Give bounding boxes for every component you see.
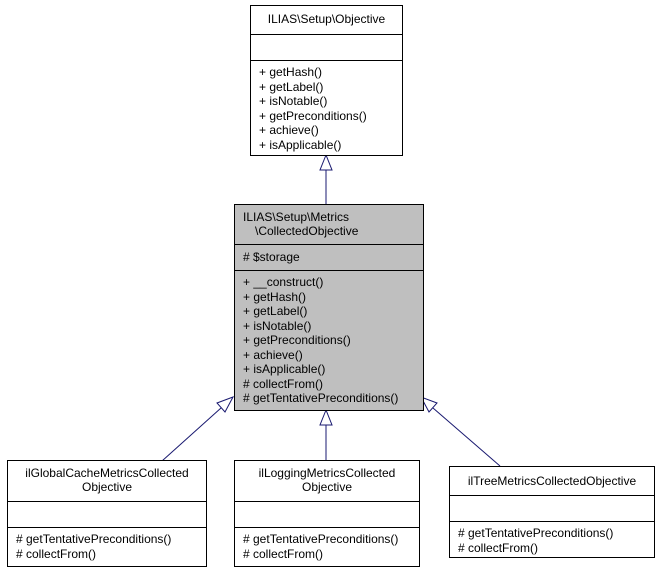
class-title-line: ilLoggingMetricsCollected — [258, 466, 396, 480]
methods-section: + __construct() + getHash() + getLabel()… — [235, 270, 423, 410]
class-title-line: Objective — [81, 480, 133, 494]
methods-section: # getTentativePreconditions() # collectF… — [235, 527, 419, 566]
edge-globalcache-to-collected — [161, 396, 235, 462]
edge-collected-to-objective — [319, 153, 333, 205]
attributes-section — [8, 501, 206, 528]
attributes-section — [251, 34, 402, 61]
attributes-section — [450, 495, 654, 522]
class-title-line: ilTreeMetricsCollectedObjective — [467, 474, 637, 488]
method-entry: + achieve() — [259, 123, 319, 137]
class-box-global-cache-metrics[interactable]: ilGlobalCacheMetricsCollected Objective … — [7, 460, 207, 567]
attribute-entry: # $storage — [243, 250, 300, 264]
method-entry: # getTentativePreconditions() — [16, 532, 172, 546]
class-title-line: ILIAS\Setup\Objective — [267, 12, 386, 26]
methods-section: # getTentativePreconditions() # collectF… — [450, 521, 654, 557]
class-title: ilLoggingMetricsCollected Objective — [235, 466, 419, 494]
method-entry: + getPreconditions() — [243, 333, 351, 347]
edge-logging-to-collected — [319, 408, 333, 461]
class-title-line: ilGlobalCacheMetricsCollected — [25, 466, 189, 480]
method-entry: + getLabel() — [243, 304, 308, 318]
class-title: ILIAS\Setup\Metrics \CollectedObjective — [235, 210, 423, 238]
class-box-logging-metrics[interactable]: ilLoggingMetricsCollected Objective # ge… — [234, 460, 420, 567]
class-title: ILIAS\Setup\Objective — [251, 12, 402, 26]
class-title-line: Objective — [301, 480, 353, 494]
method-entry: + __construct() — [243, 275, 324, 289]
class-title-line: ILIAS\Setup\Metrics — [243, 210, 350, 224]
class-box-objective[interactable]: ILIAS\Setup\Objective + getHash() + getL… — [250, 5, 403, 156]
class-box-collected-objective[interactable]: ILIAS\Setup\Metrics \CollectedObjective … — [234, 204, 424, 411]
class-title-line: \CollectedObjective — [255, 224, 359, 238]
method-entry: + isApplicable() — [259, 137, 342, 152]
method-entry: # getTentativePreconditions() — [458, 526, 614, 540]
method-entry: + getPreconditions() — [259, 108, 367, 123]
method-entry: + achieve() — [243, 347, 303, 362]
method-entry: + getHash() — [259, 65, 323, 79]
class-title: ilTreeMetricsCollectedObjective — [450, 474, 654, 488]
edge-tree-to-collected — [419, 396, 501, 467]
method-entry: + getHash() — [243, 289, 307, 304]
method-entry: # getTentativePreconditions() — [243, 532, 399, 546]
methods-section: # getTentativePreconditions() # collectF… — [8, 527, 206, 566]
method-entry: # collectFrom() — [458, 540, 539, 555]
method-entry: + isNotable() — [243, 318, 312, 333]
method-entry: + getLabel() — [259, 79, 324, 94]
attributes-section: # $storage — [235, 244, 423, 271]
methods-section: + getHash() + getLabel() + isNotable() +… — [251, 60, 402, 155]
method-entry: # collectFrom() — [243, 376, 324, 391]
method-entry: + isApplicable() — [243, 362, 326, 376]
method-entry: # collectFrom() — [243, 546, 324, 561]
method-entry: + isNotable() — [259, 94, 328, 108]
class-title: ilGlobalCacheMetricsCollected Objective — [8, 466, 206, 494]
method-entry: # collectFrom() — [16, 546, 97, 561]
class-box-tree-metrics[interactable]: ilTreeMetricsCollectedObjective # getTen… — [449, 466, 655, 558]
attributes-section — [235, 501, 419, 528]
method-entry: # getTentativePreconditions() — [243, 391, 399, 405]
